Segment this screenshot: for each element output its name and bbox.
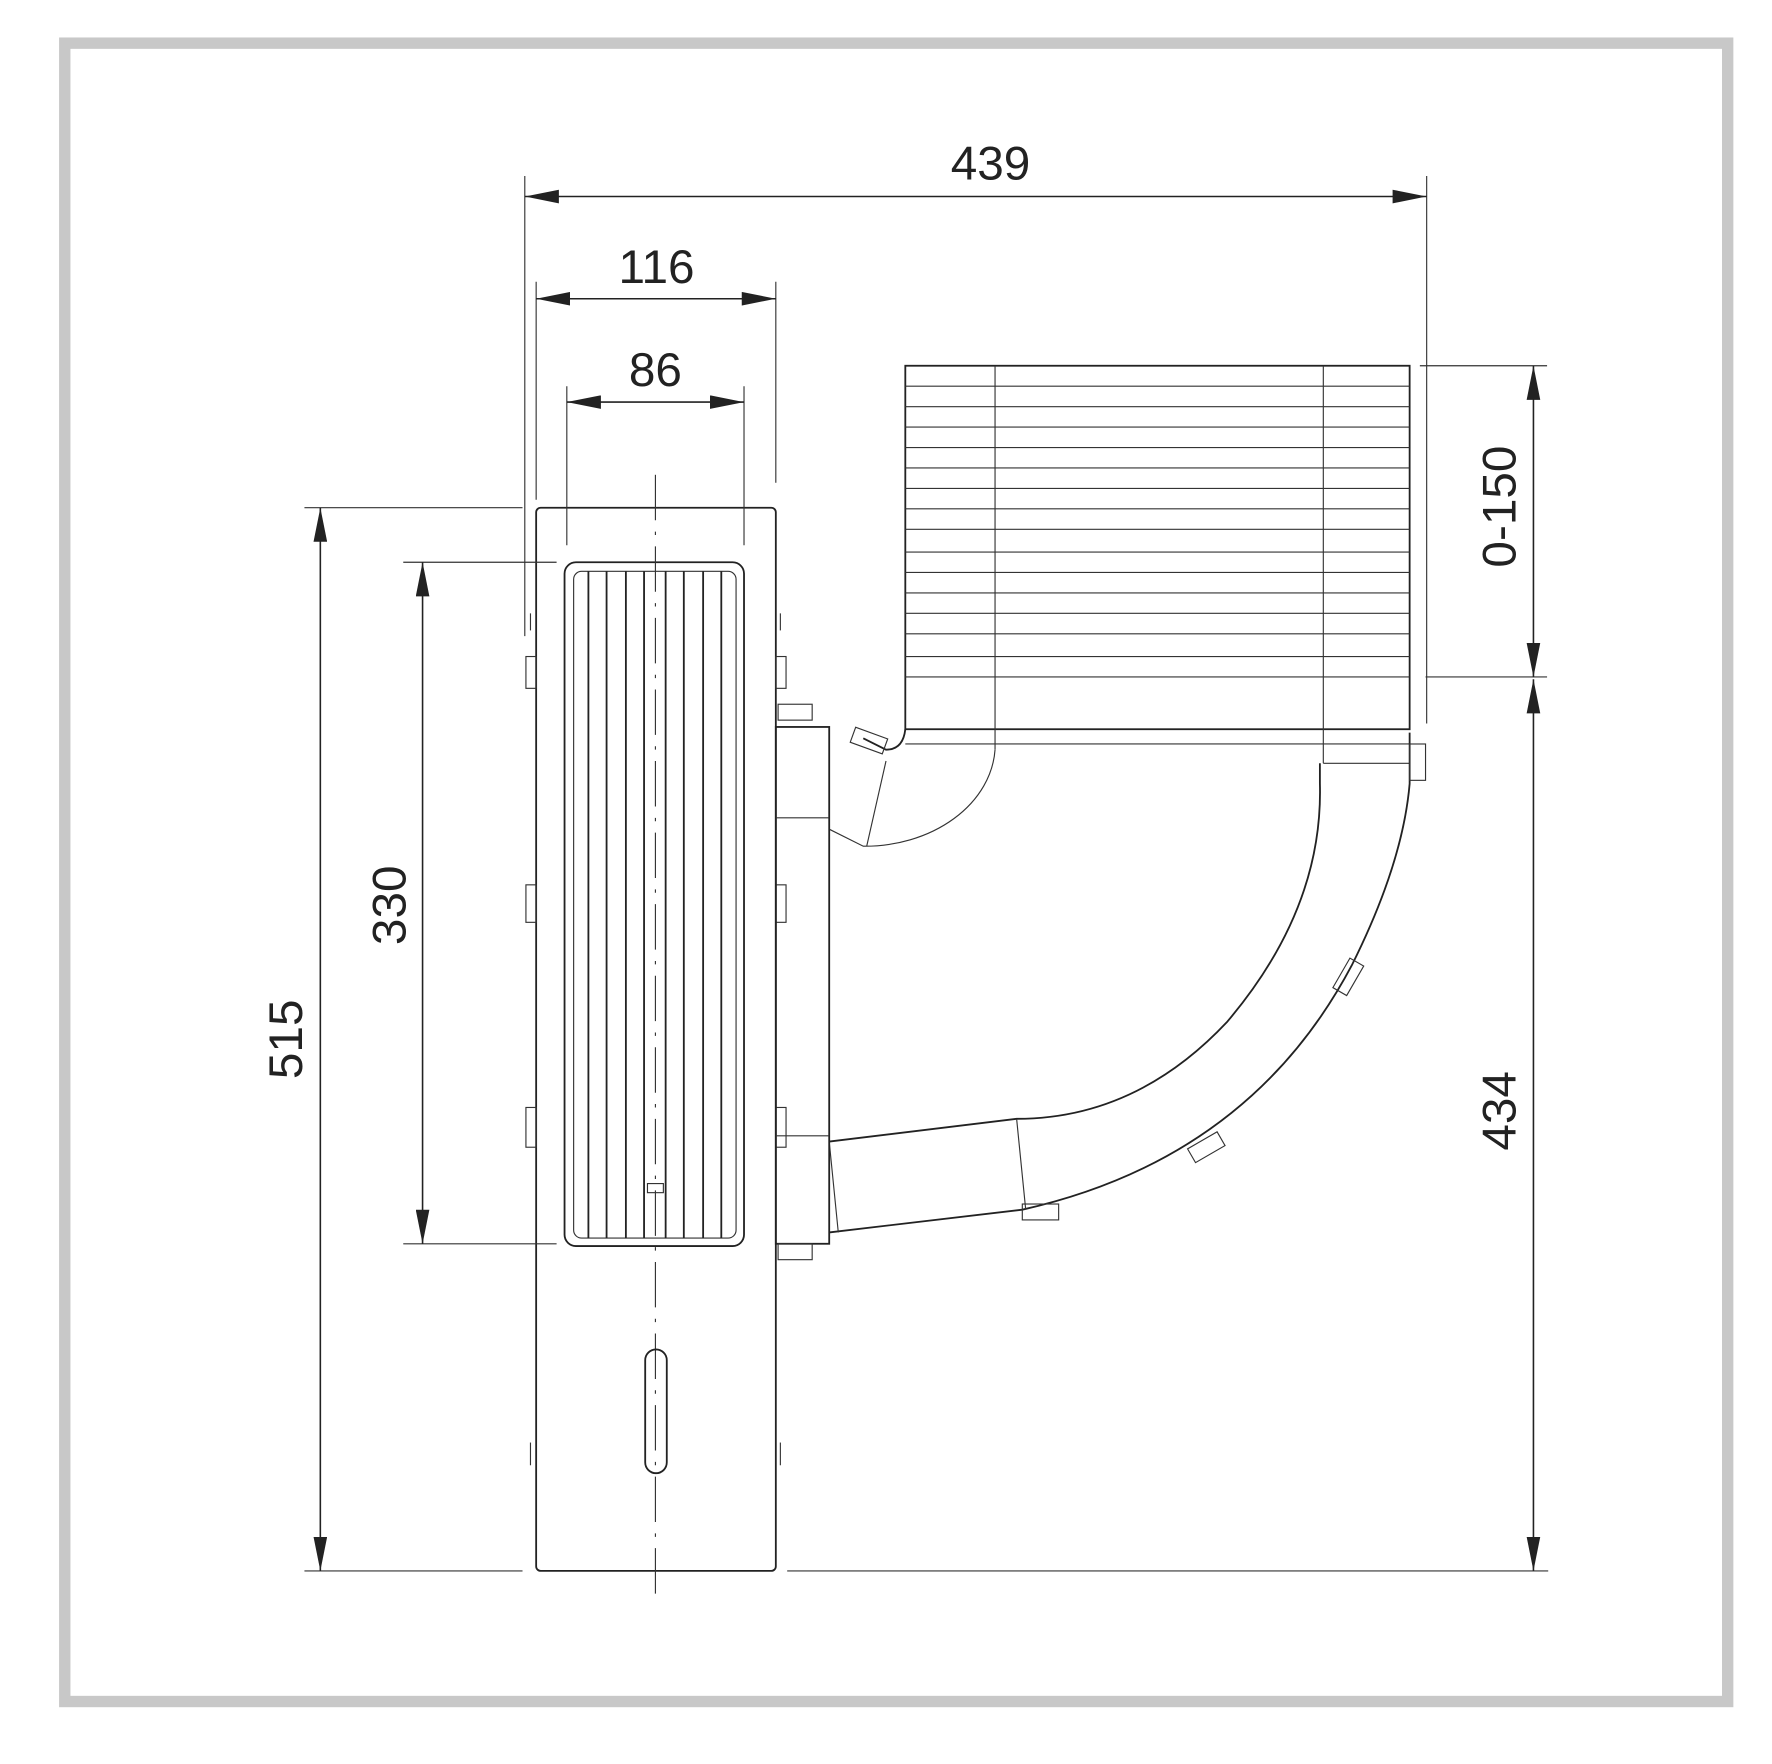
- frame-border: [59, 37, 1734, 1708]
- dim-label-330: 330: [364, 865, 417, 945]
- dim-label-116: 116: [619, 241, 695, 294]
- slot: [644, 1348, 668, 1475]
- dim-label-434: 434: [1473, 1071, 1526, 1151]
- dim-label-439: 439: [951, 137, 1031, 190]
- extension-lines: [304, 176, 1549, 1572]
- wall-unit: [525, 474, 787, 1602]
- duct: [774, 364, 1427, 1261]
- dimension-lines: [313, 189, 1541, 1571]
- dim-label-515: 515: [260, 1000, 313, 1080]
- duct-clips: [777, 703, 1427, 1261]
- side-tabs: [525, 613, 787, 1466]
- dim-label-0-150: 0-150: [1473, 446, 1526, 568]
- grille: [563, 561, 745, 1247]
- dim-label-86: 86: [629, 344, 682, 397]
